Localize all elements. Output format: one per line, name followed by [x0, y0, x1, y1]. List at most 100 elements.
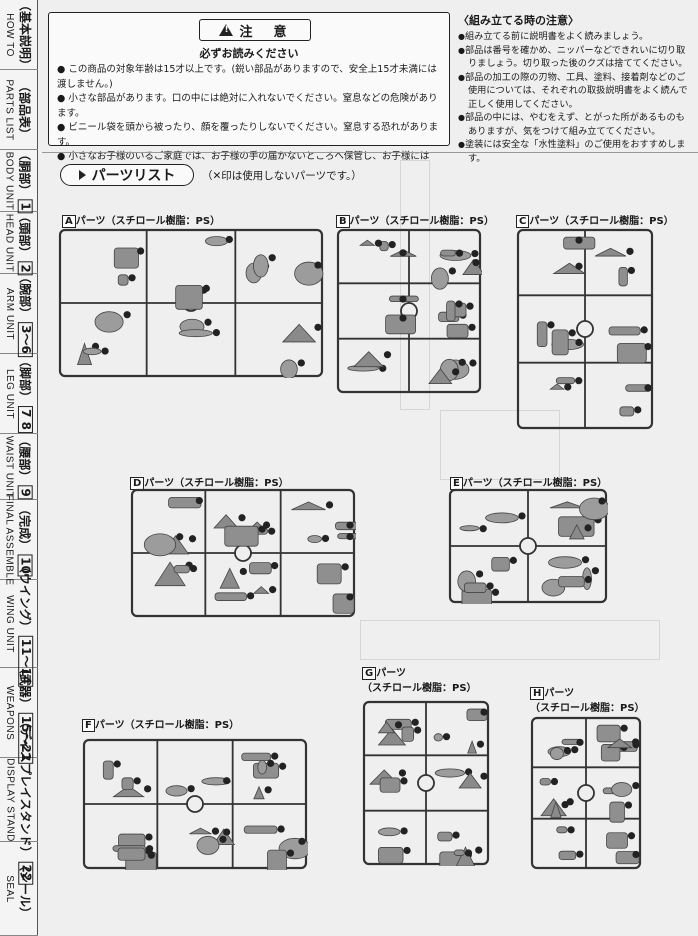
- part-shape: [224, 525, 259, 547]
- runner-hub: [576, 320, 594, 338]
- part-number-marker: [297, 359, 305, 367]
- part-shape: [491, 556, 510, 572]
- part-number-marker: [631, 738, 640, 746]
- part-number-marker: [411, 718, 419, 726]
- part-number-marker: [475, 846, 483, 854]
- sprue-drawing: [58, 228, 324, 378]
- tab-label-jp: （基本説明）: [18, 0, 33, 71]
- tab-label-jp: （完成）: [18, 502, 33, 551]
- assembly-title: 〈組み立てる時の注意〉: [458, 14, 579, 27]
- assembly-item: 部品の加工の際の刃物、工具、塗料、接着剤などのご使用については、それぞれの取扱説…: [458, 71, 694, 112]
- part-number-marker: [101, 347, 109, 355]
- section-divider: [42, 152, 698, 153]
- part-number-marker: [479, 525, 487, 533]
- part-number-marker: [471, 249, 479, 258]
- tab-label-jp: （腰部）: [18, 433, 32, 482]
- tab-parts-list[interactable]: （部品表）PARTS LIST: [0, 70, 38, 150]
- part-shape: [551, 329, 569, 356]
- part-shape: [249, 562, 272, 575]
- sprue-material: （スチロール樹脂：PS）: [362, 683, 477, 694]
- sprue-suffix: パーツ: [462, 478, 493, 489]
- part-number-marker: [398, 769, 407, 777]
- part-number-marker: [464, 849, 473, 857]
- sprue-drawing: [336, 228, 482, 394]
- tab-label-en: PARTS LIST: [4, 78, 16, 141]
- part-number-marker: [223, 828, 231, 836]
- part-shape: [401, 726, 415, 742]
- part-shape: [600, 744, 621, 762]
- part-shape: [253, 254, 269, 278]
- part-number-marker: [624, 801, 633, 809]
- background-ghost: [440, 410, 560, 480]
- part-shape: [118, 833, 146, 848]
- part-number-marker: [480, 708, 488, 716]
- part-shape: [459, 525, 480, 532]
- part-number-marker: [568, 329, 576, 337]
- part-number-marker: [267, 759, 275, 767]
- part-shape: [556, 826, 568, 834]
- sprue-material: （スチロール樹脂：PS）: [105, 216, 221, 227]
- part-number-marker: [321, 534, 330, 543]
- part-number-marker: [145, 833, 153, 841]
- runner-frame: [336, 228, 482, 394]
- part-shape: [462, 258, 482, 275]
- runner-frame: [82, 738, 308, 870]
- tab-label-row: （シール）: [17, 858, 34, 918]
- part-number-marker: [346, 521, 354, 529]
- part-number-marker: [576, 850, 584, 858]
- part-shape: [428, 368, 453, 385]
- part-number-marker: [640, 326, 648, 334]
- runner-frame: [58, 228, 324, 378]
- sprue-letter: C: [516, 215, 530, 228]
- part-shape: [455, 846, 476, 866]
- tab-label-jp: （シール）: [18, 858, 33, 919]
- part-number-marker: [466, 302, 474, 310]
- part-number-marker: [491, 588, 500, 596]
- sprue-material: （スチロール樹脂：PS）: [559, 216, 674, 227]
- part-shape: [453, 849, 465, 856]
- part-number-marker: [388, 240, 396, 249]
- part-shape: [280, 359, 298, 378]
- part-number-marker: [223, 777, 231, 785]
- part-shape: [204, 236, 229, 247]
- part-number-marker: [264, 786, 272, 794]
- part-shape: [117, 847, 146, 861]
- part-shape: [102, 760, 114, 780]
- tab-seal[interactable]: （シール）SEAL: [0, 842, 38, 936]
- part-number-marker: [584, 524, 592, 532]
- part-shape: [539, 778, 551, 786]
- part-number-marker: [187, 785, 195, 793]
- tab-label-en: HEAD UNIT: [4, 213, 15, 272]
- tab-how-to[interactable]: （基本説明）HOW TO: [0, 0, 38, 71]
- bullet-icon: [78, 170, 86, 180]
- part-number-marker: [123, 311, 131, 319]
- part-shape: [94, 311, 124, 333]
- parts-list-title: パーツリスト: [60, 164, 194, 186]
- part-number-marker: [469, 359, 477, 367]
- runner-frame: [516, 228, 654, 430]
- part-number-marker: [644, 384, 652, 392]
- part-shape: [555, 377, 576, 385]
- part-number-marker: [403, 846, 411, 855]
- part-shape: [267, 849, 287, 870]
- part-number-marker: [277, 825, 285, 833]
- tab-label-jp: （ディスプレイスタンド）: [18, 715, 33, 859]
- part-shape: [113, 247, 139, 269]
- part-number-marker: [113, 760, 121, 768]
- part-number-marker: [486, 582, 494, 590]
- part-shape: [82, 347, 102, 356]
